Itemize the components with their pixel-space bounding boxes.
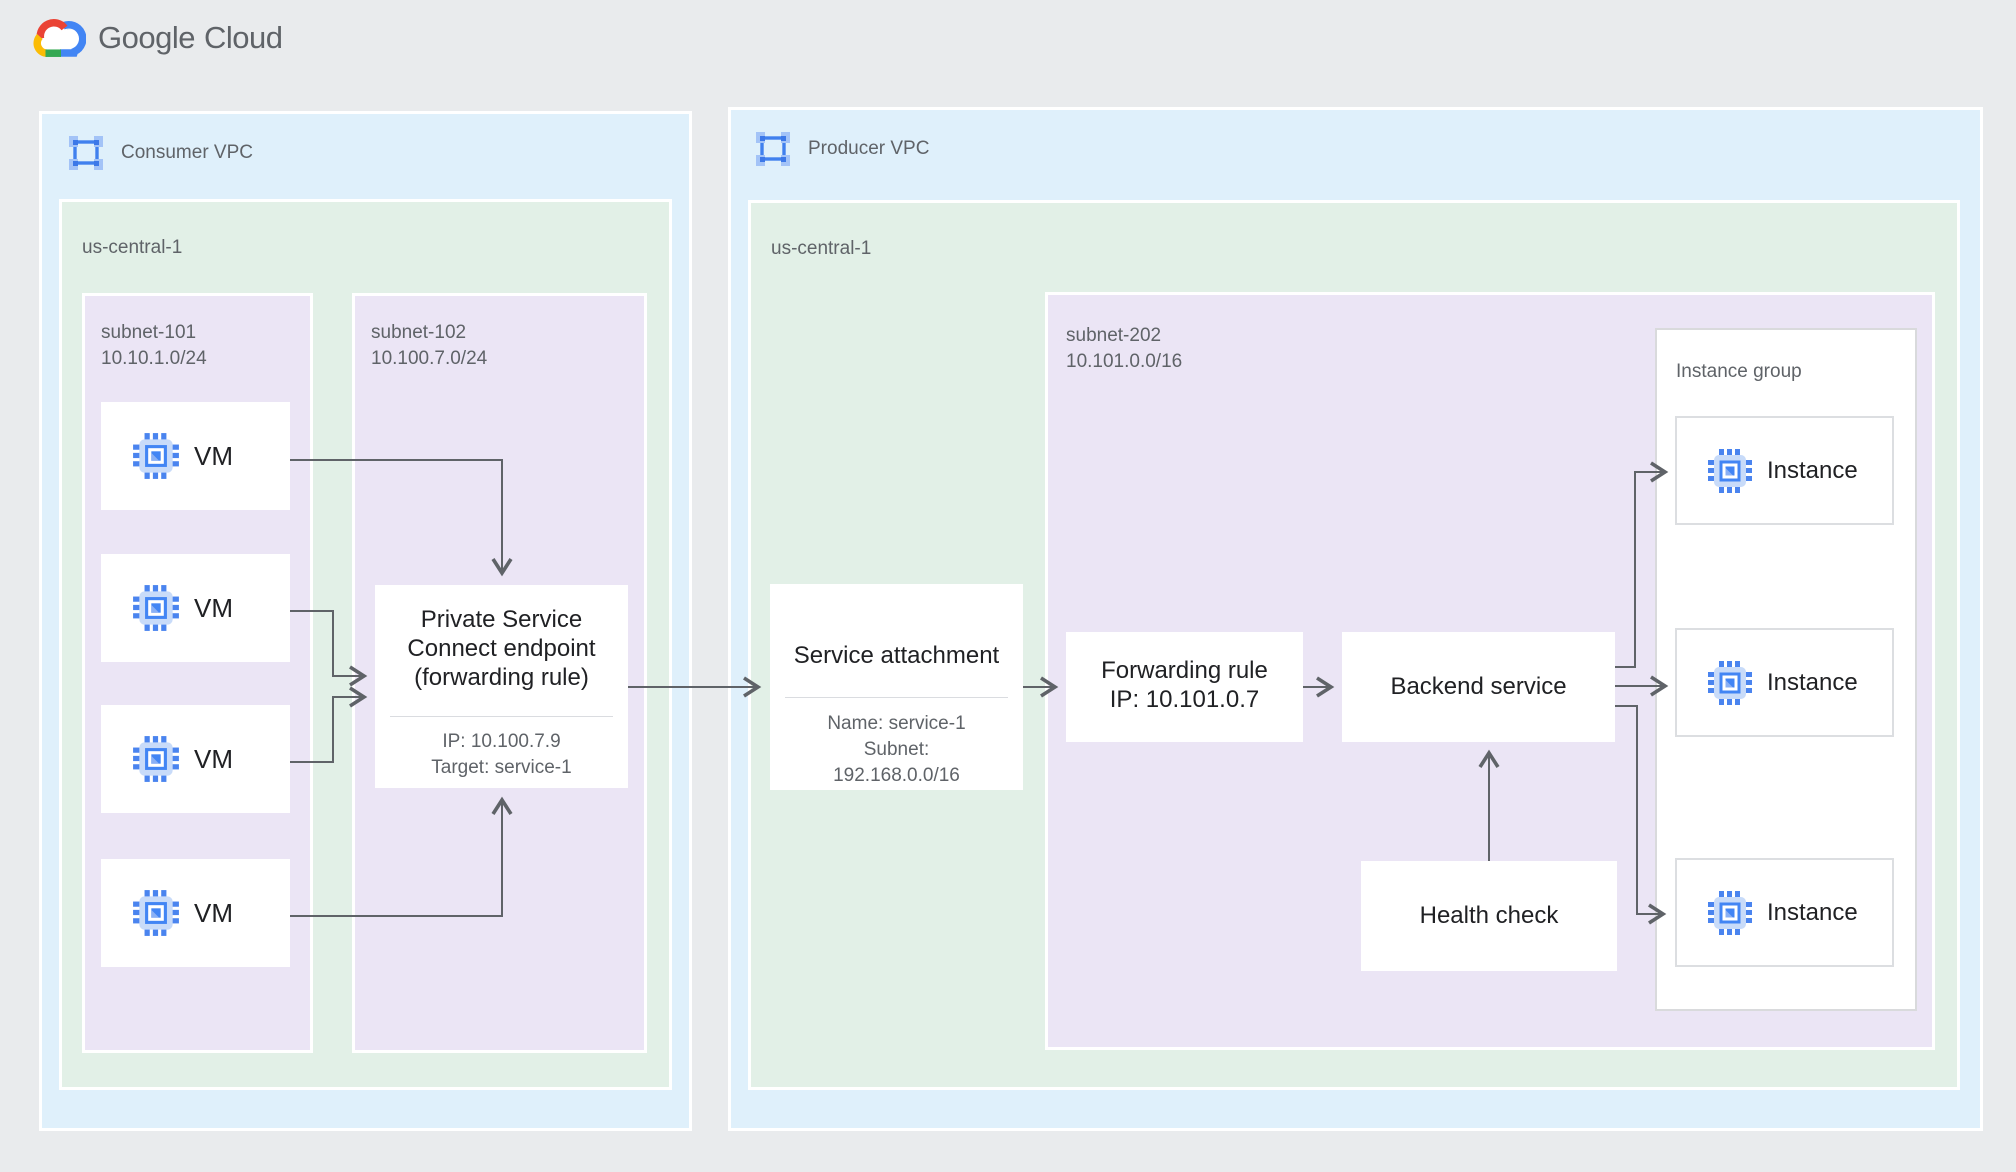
forwarding-rule-ip: IP: 10.101.0.7 xyxy=(1109,686,1260,713)
subnet-202: subnet-202 10.101.0.0/16 Forwarding rule… xyxy=(1045,292,1935,1050)
psc-endpoint-target: Target: service-1 xyxy=(431,757,572,778)
vm-label: VM xyxy=(194,743,233,774)
logo-word-google: Google xyxy=(98,20,195,55)
forwarding-rule-title: Forwarding rule xyxy=(1101,657,1268,684)
vm-node-2: VM xyxy=(101,554,290,662)
divider xyxy=(390,716,613,717)
subnet-101-name: subnet-101 xyxy=(101,322,197,343)
health-check-label: Health check xyxy=(1419,902,1559,929)
compute-engine-icon xyxy=(131,431,181,481)
forwarding-rule-node: Forwarding rule IP: 10.101.0.7 xyxy=(1066,632,1303,742)
producer-region: us-central-1 Service attachment Name: se… xyxy=(748,200,1960,1090)
compute-engine-icon xyxy=(131,583,181,633)
google-cloud-wordmark: Google Cloud xyxy=(98,20,283,56)
service-attachment-title: Service attachment xyxy=(793,642,1000,669)
vpc-network-icon xyxy=(753,131,793,167)
subnet-102-label: subnet-102 10.100.7.0/24 xyxy=(371,320,487,372)
subnet-101-cidr: 10.10.1.0/24 xyxy=(101,348,207,369)
vm-node-3: VM xyxy=(101,705,290,813)
vm-node-1: VM xyxy=(101,402,290,510)
vm-node-4: VM xyxy=(101,859,290,967)
backend-service-label: Backend service xyxy=(1390,673,1567,700)
divider xyxy=(785,697,1008,698)
compute-engine-icon xyxy=(1706,447,1754,495)
producer-vpc-container: Producer VPC us-central-1 Service attach… xyxy=(728,107,1983,1131)
psc-endpoint-title-line: Connect endpoint xyxy=(407,635,596,662)
instance-node-2: Instance xyxy=(1675,628,1894,737)
subnet-202-label: subnet-202 10.101.0.0/16 xyxy=(1066,323,1182,375)
service-attachment-node: Service attachment Name: service-1 Subne… xyxy=(770,584,1023,790)
instance-label: Instance xyxy=(1767,456,1858,484)
subnet-202-name: subnet-202 xyxy=(1066,325,1162,346)
consumer-vpc-label: Consumer VPC xyxy=(121,142,253,163)
producer-vpc-header: Producer VPC xyxy=(753,130,929,168)
compute-engine-icon xyxy=(131,734,181,784)
vpc-network-icon xyxy=(66,135,106,171)
instance-node-1: Instance xyxy=(1675,416,1894,525)
vm-label: VM xyxy=(194,897,233,928)
compute-engine-icon xyxy=(1706,889,1754,937)
instance-label: Instance xyxy=(1767,898,1858,926)
psc-endpoint-node: Private Service Connect endpoint (forwar… xyxy=(375,585,628,788)
psc-endpoint-title-line: (forwarding rule) xyxy=(414,664,589,691)
health-check-node: Health check xyxy=(1361,861,1617,971)
subnet-101: subnet-101 10.10.1.0/24 xyxy=(82,293,313,1053)
consumer-vpc-container: Consumer VPC us-central-1 subnet-101 10.… xyxy=(39,111,692,1131)
subnet-102-cidr: 10.100.7.0/24 xyxy=(371,348,488,369)
logo-word-cloud: Cloud xyxy=(203,20,283,55)
instance-group: Instance group xyxy=(1655,328,1917,1011)
consumer-region: us-central-1 subnet-101 10.10.1.0/24 xyxy=(59,199,672,1090)
service-attachment-subnet-label: Subnet: xyxy=(863,739,930,760)
vm-label: VM xyxy=(194,440,233,471)
producer-vpc-label: Producer VPC xyxy=(808,138,930,159)
subnet-101-label: subnet-101 10.10.1.0/24 xyxy=(101,320,207,372)
backend-service-node: Backend service xyxy=(1342,632,1615,742)
google-cloud-icon xyxy=(30,16,86,60)
instance-group-label: Instance group xyxy=(1676,361,1802,382)
compute-engine-icon xyxy=(131,888,181,938)
consumer-region-label: us-central-1 xyxy=(82,237,183,258)
instance-label: Instance xyxy=(1767,668,1858,696)
producer-region-label: us-central-1 xyxy=(771,238,872,259)
vm-label: VM xyxy=(194,592,233,623)
psc-endpoint-ip: IP: 10.100.7.9 xyxy=(442,731,561,752)
service-attachment-subnet-cidr: 192.168.0.0/16 xyxy=(833,765,960,786)
compute-engine-icon xyxy=(1706,659,1754,707)
psc-endpoint-title-line: Private Service xyxy=(420,606,583,633)
subnet-202-cidr: 10.101.0.0/16 xyxy=(1066,351,1183,372)
google-cloud-logo: Google Cloud xyxy=(30,16,283,60)
instance-node-3: Instance xyxy=(1675,858,1894,967)
subnet-102: subnet-102 10.100.7.0/24 Private Service… xyxy=(352,293,647,1053)
consumer-vpc-header: Consumer VPC xyxy=(66,134,253,172)
service-attachment-name: Name: service-1 xyxy=(827,713,966,734)
subnet-102-name: subnet-102 xyxy=(371,322,467,343)
